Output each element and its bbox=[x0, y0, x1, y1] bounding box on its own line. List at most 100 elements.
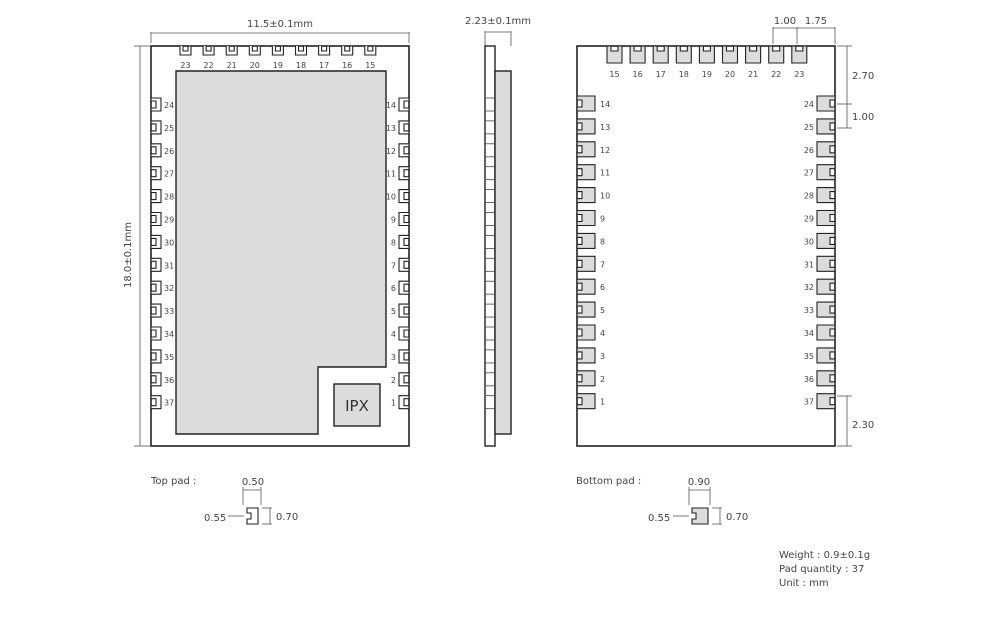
bottom-left-pad-12 bbox=[576, 141, 596, 158]
left-pin-label-26: 26 bbox=[164, 147, 174, 156]
left-pin-label-33: 33 bbox=[164, 307, 174, 316]
top-width-dimension: 11.5±0.1mm bbox=[247, 19, 313, 30]
bottom-pad-title: Bottom pad : bbox=[576, 476, 641, 487]
bottom-top-pad-20 bbox=[721, 45, 739, 64]
bottom-top-pad-15 bbox=[606, 45, 623, 64]
right-pad-8 bbox=[398, 234, 410, 249]
right-pad-2 bbox=[398, 372, 410, 387]
bottom-pad-offset: 0.55 bbox=[648, 513, 670, 524]
top-pin-label-21: 21 bbox=[227, 61, 237, 70]
shield-can bbox=[175, 70, 387, 435]
bottom-left-pad-5 bbox=[576, 301, 596, 318]
bottom-right-pin-label-30: 30 bbox=[804, 237, 814, 246]
side-view: 2.23±0.1mm bbox=[465, 16, 531, 447]
left-pin-label-32: 32 bbox=[164, 284, 174, 293]
bottom-pad-height: 0.70 bbox=[726, 512, 748, 523]
top-pin-label-17: 17 bbox=[319, 61, 329, 70]
top-pad-23 bbox=[179, 45, 192, 56]
left-pin-label-27: 27 bbox=[164, 170, 174, 179]
bottom-left-pin-label-14: 14 bbox=[600, 100, 610, 109]
right-pad-10 bbox=[398, 189, 410, 204]
bottom-right-pad-32 bbox=[816, 278, 836, 295]
right-pad-13 bbox=[398, 120, 410, 135]
bottom-offset-dimension: 2.30 bbox=[852, 420, 874, 431]
left-pin-label-36: 36 bbox=[164, 376, 174, 385]
right-pin-label-11: 11 bbox=[386, 170, 396, 179]
bottom-left-pin-label-8: 8 bbox=[600, 237, 605, 246]
right-pin-label-8: 8 bbox=[391, 238, 396, 247]
left-pin-label-37: 37 bbox=[164, 399, 174, 408]
top-offset-dimension: 2.70 bbox=[852, 71, 874, 82]
bottom-top-pin-label-22: 22 bbox=[771, 70, 781, 79]
left-pin-label-24: 24 bbox=[164, 101, 174, 110]
side-shield bbox=[494, 70, 512, 435]
spec-pad-quantity: Pad quantity : 37 bbox=[779, 564, 864, 575]
bottom-right-pin-label-34: 34 bbox=[804, 329, 814, 338]
bottom-right-pad-35 bbox=[816, 347, 836, 364]
bottom-top-pin-label-20: 20 bbox=[725, 70, 735, 79]
left-pin-label-31: 31 bbox=[164, 261, 174, 270]
left-pad-37 bbox=[150, 395, 162, 410]
bottom-pad-width: 0.90 bbox=[688, 477, 710, 488]
bottom-right-pad-30 bbox=[816, 232, 836, 249]
right-pad-14 bbox=[398, 97, 410, 112]
right-pad-4 bbox=[398, 326, 410, 341]
bottom-module-outline bbox=[576, 45, 836, 447]
left-pin-label-28: 28 bbox=[164, 193, 174, 202]
bottom-left-pin-label-9: 9 bbox=[600, 215, 605, 224]
left-pad-34 bbox=[150, 326, 162, 341]
right-pin-label-6: 6 bbox=[391, 284, 396, 293]
left-pin-label-25: 25 bbox=[164, 124, 174, 133]
pin-pitch-dimension: 1.00 bbox=[774, 16, 796, 27]
bottom-top-pin-label-21: 21 bbox=[748, 70, 758, 79]
bottom-right-pad-37 bbox=[816, 393, 836, 410]
bottom-right-pad-31 bbox=[816, 255, 836, 272]
bottom-left-pad-1 bbox=[576, 393, 596, 410]
left-pad-27 bbox=[150, 166, 162, 181]
edge-dimension: 1.75 bbox=[805, 16, 827, 27]
top-pin-label-20: 20 bbox=[250, 61, 260, 70]
bottom-right-pad-27 bbox=[816, 164, 836, 181]
left-pad-30 bbox=[150, 234, 162, 249]
bottom-left-pin-label-11: 11 bbox=[600, 169, 610, 178]
top-pad-17 bbox=[318, 45, 331, 56]
bottom-right-pad-28 bbox=[816, 187, 836, 204]
bottom-left-pad-4 bbox=[576, 324, 596, 341]
right-pin-label-5: 5 bbox=[391, 307, 396, 316]
top-pad-offset: 0.55 bbox=[204, 513, 226, 524]
right-pad-1 bbox=[398, 395, 410, 410]
bottom-right-pad-33 bbox=[816, 301, 836, 318]
bottom-top-pin-label-17: 17 bbox=[656, 70, 666, 79]
ipx-label: IPX bbox=[345, 397, 369, 415]
right-pin-label-2: 2 bbox=[391, 376, 396, 385]
left-pad-32 bbox=[150, 280, 162, 295]
bottom-left-pad-2 bbox=[576, 370, 596, 387]
top-pad-height: 0.70 bbox=[276, 512, 298, 523]
top-pad-21 bbox=[225, 45, 238, 56]
bottom-right-pin-label-32: 32 bbox=[804, 283, 814, 292]
bottom-right-pin-label-29: 29 bbox=[804, 215, 814, 224]
left-pad-33 bbox=[150, 303, 162, 318]
top-pin-label-23: 23 bbox=[180, 61, 190, 70]
right-pin-label-3: 3 bbox=[391, 353, 396, 362]
bottom-left-pad-14 bbox=[576, 95, 596, 112]
right-pad-12 bbox=[398, 143, 410, 158]
bottom-left-pad-8 bbox=[576, 232, 596, 249]
bottom-right-pin-label-31: 31 bbox=[804, 260, 814, 269]
bottom-left-pin-label-7: 7 bbox=[600, 260, 605, 269]
left-pin-label-34: 34 bbox=[164, 330, 174, 339]
top-pad-title: Top pad : bbox=[150, 476, 196, 487]
bottom-right-pad-24 bbox=[816, 95, 836, 112]
top-pad-15 bbox=[364, 45, 377, 56]
bottom-top-pad-17 bbox=[652, 45, 669, 64]
ipx-connector bbox=[333, 383, 381, 427]
bottom-left-pad-3 bbox=[576, 347, 596, 364]
top-pad-16 bbox=[341, 45, 354, 56]
bottom-left-pin-label-6: 6 bbox=[600, 283, 605, 292]
side-pitch-dimension: 1.00 bbox=[852, 112, 874, 123]
bottom-right-pin-label-36: 36 bbox=[804, 375, 814, 384]
spec-weight: Weight : 0.9±0.1g bbox=[779, 550, 870, 561]
top-height-dimension: 18.0±0.1mm bbox=[123, 222, 134, 288]
